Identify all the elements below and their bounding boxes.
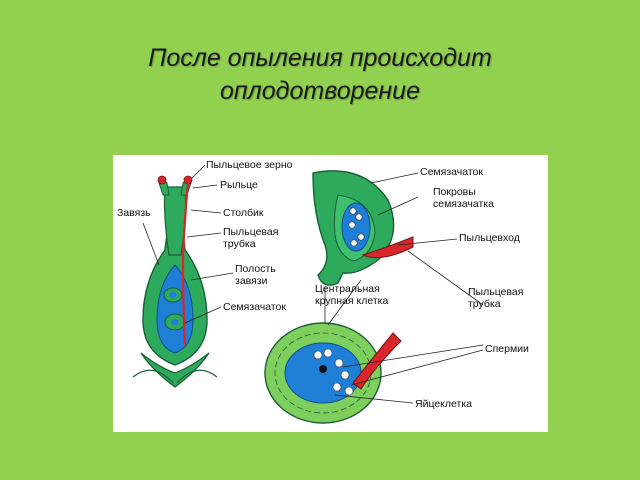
label-integuments-line-2: семязачатка: [433, 198, 494, 210]
label-ovary-cavity: Полость завязи: [235, 263, 276, 287]
label-pollen-grain: Пыльцевое зерно: [206, 159, 293, 171]
slide-title: После опыления происходит оплодотворение: [0, 42, 640, 108]
label-pollen-tube-1-line-1: Пыльцевая: [223, 226, 279, 238]
embryo-sac-illustration: [264, 322, 402, 424]
label-sperms: Спермии: [485, 343, 529, 355]
label-pollen-tube-1: Пыльцевая трубка: [223, 226, 278, 250]
slide-title-line-2: оплодотворение: [220, 77, 420, 105]
slide-title-line-1: После опыления происходит: [148, 44, 492, 72]
label-pollen-tube-2-line-2: трубка: [468, 298, 501, 310]
pollen-grain-left: [157, 175, 167, 185]
label-ovary: Завязь: [117, 207, 151, 219]
label-pollen-tube-1-line-2: трубка: [223, 238, 256, 250]
label-style: Столбик: [223, 207, 264, 219]
label-ovule-1: Семязачаток: [223, 301, 286, 313]
label-integuments: Покровы семязачатка: [433, 186, 494, 210]
label-pollen-tube-2-line-1: Пыльцевая: [468, 286, 524, 298]
label-central-cell: Центральная крупная клетка: [315, 283, 388, 307]
label-stigma: Рыльце: [220, 179, 258, 191]
label-pollen-tube-2: Пыльцевая трубка: [468, 286, 523, 310]
label-egg-cell: Яйцеклетка: [415, 398, 472, 410]
fertilization-diagram: Пыльцевое зерно Рыльце Завязь Столбик Пы…: [113, 155, 548, 432]
diagram-drawing: [132, 164, 484, 424]
label-micropyle: Пыльцевход: [459, 232, 520, 244]
pistil-illustration: [132, 175, 218, 388]
pollen-tube-pistil: [181, 182, 190, 346]
ovule-illustration: [312, 170, 414, 286]
label-ovary-cavity-line-1: Полость: [235, 263, 276, 275]
style-column: [163, 186, 187, 256]
label-integuments-line-1: Покровы: [433, 186, 476, 198]
label-ovule-2: Семязачаток: [420, 166, 483, 178]
label-ovary-cavity-line-2: завязи: [235, 275, 268, 287]
label-central-cell-line-1: Центральная: [315, 283, 380, 295]
pollen-grain-right: [183, 175, 193, 185]
leader-lines: [142, 164, 484, 404]
label-central-cell-line-2: крупная клетка: [315, 295, 389, 307]
